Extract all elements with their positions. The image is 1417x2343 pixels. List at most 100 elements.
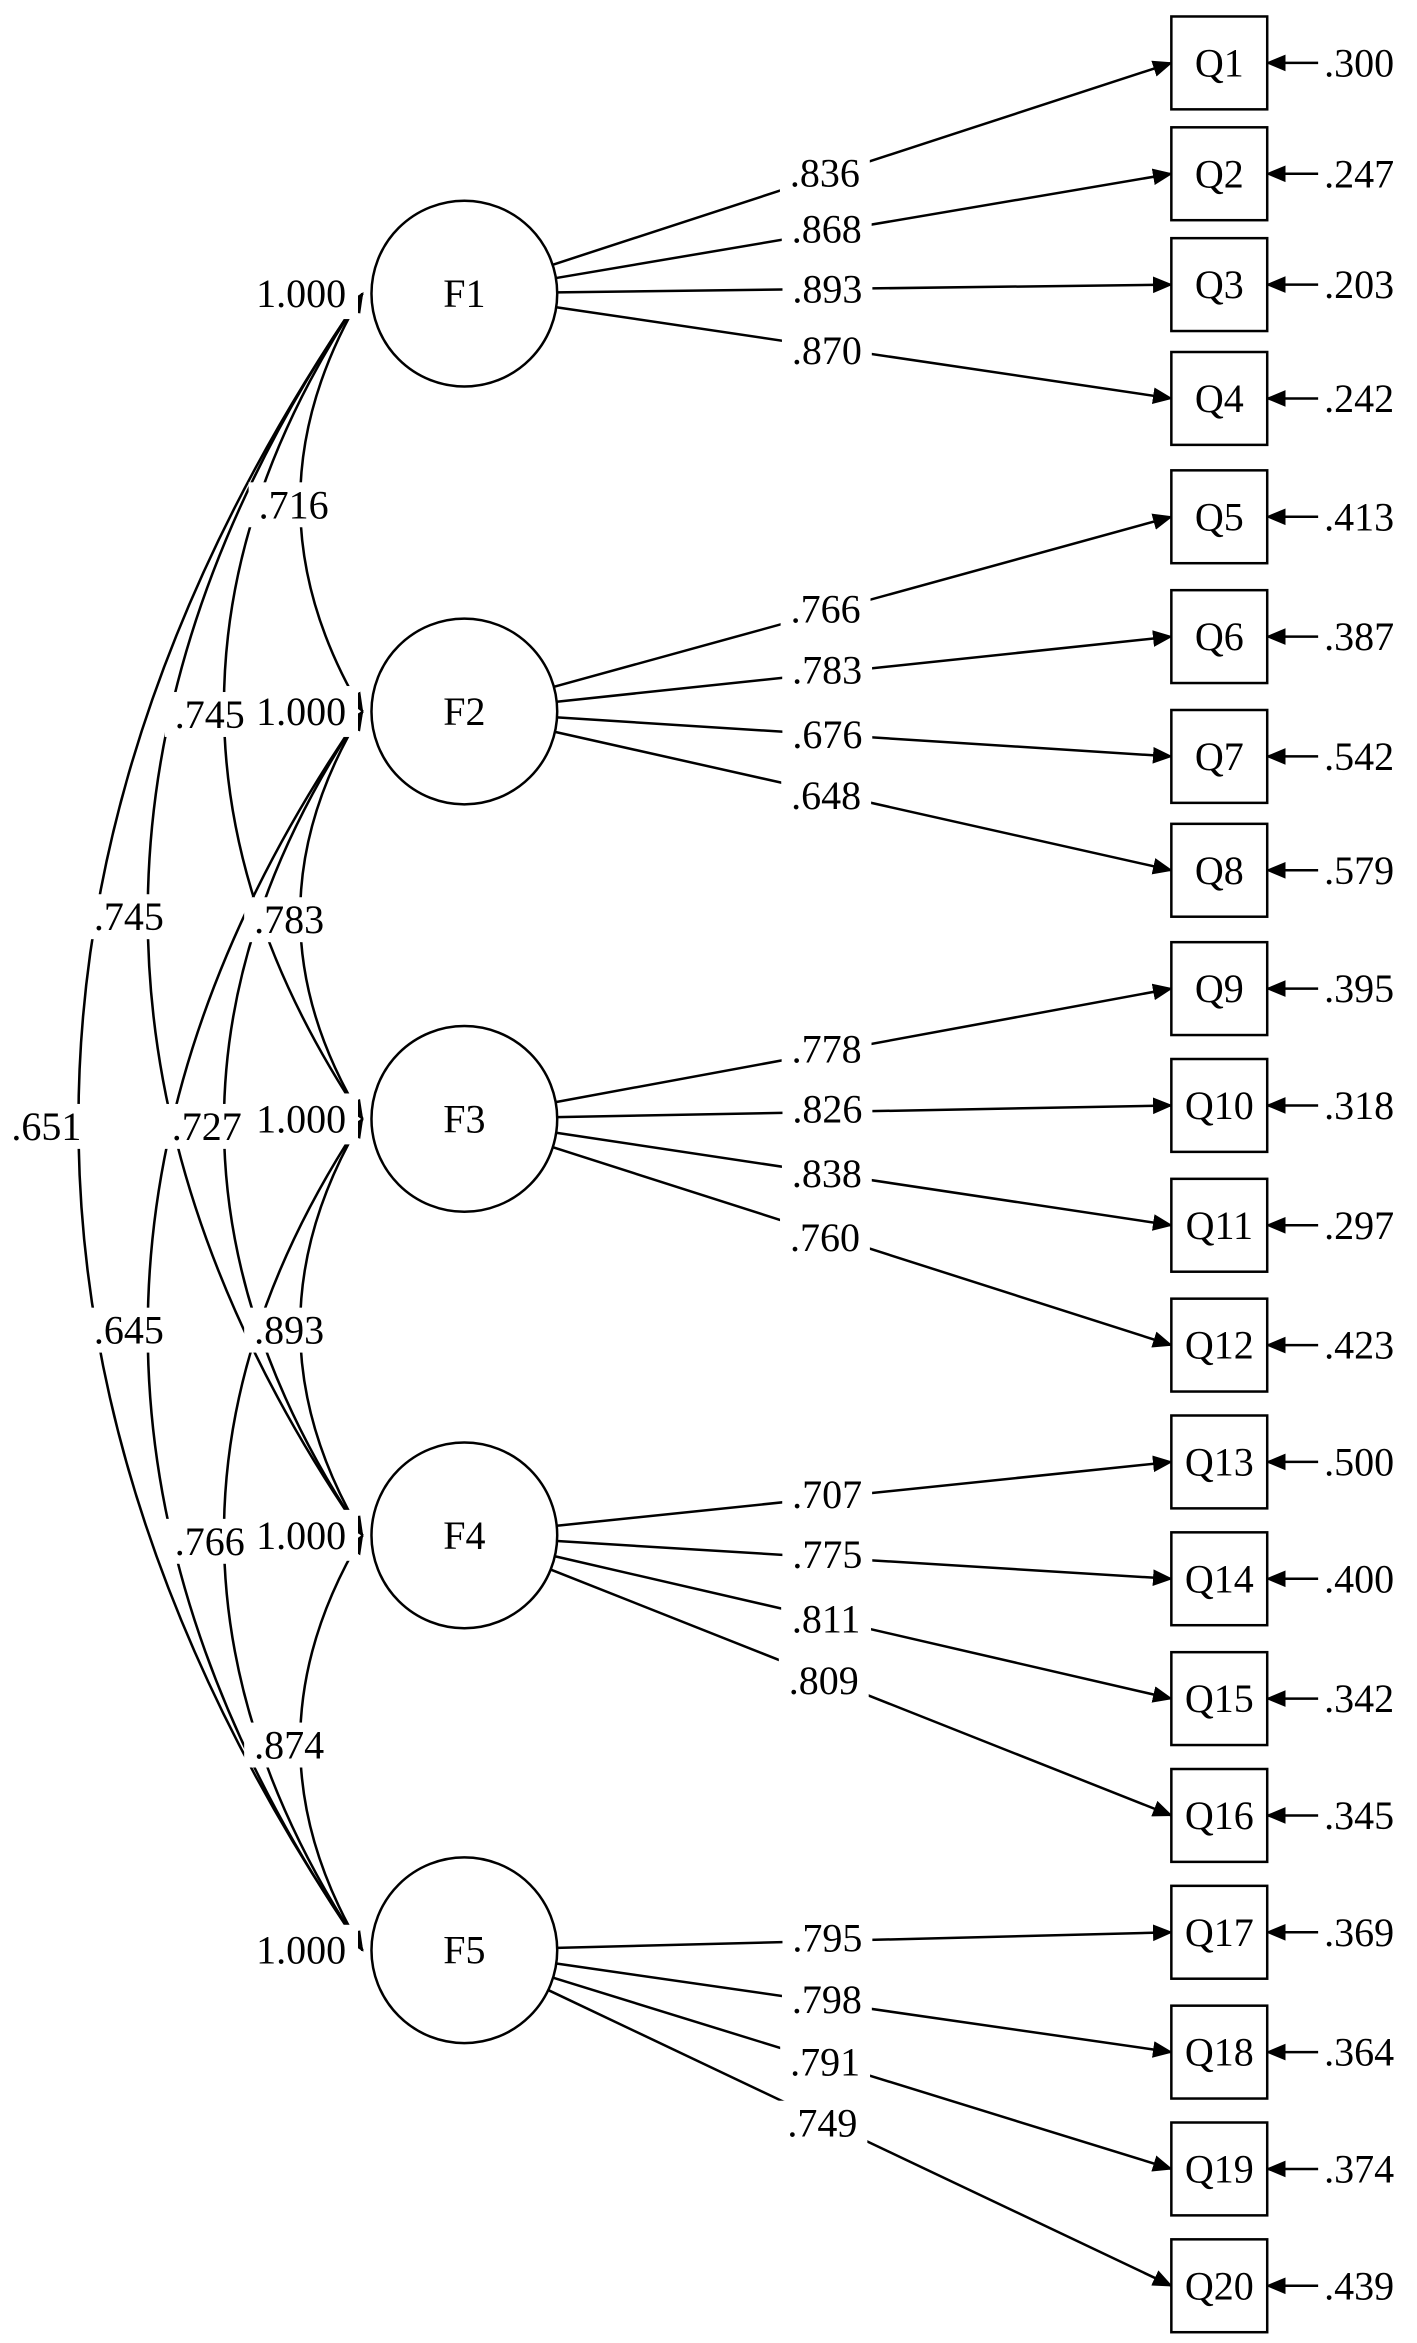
item-box-q2 (1170, 126, 1269, 222)
item-label-q18: Q18 (1185, 2030, 1254, 2075)
factor-label-f3: F3 (443, 1096, 485, 1141)
loading-label-q12: .760 (790, 1215, 860, 1260)
correlation-label-mask (161, 1103, 252, 1149)
loading-label-q15: .811 (792, 1596, 861, 1641)
correlation-label-mask (244, 1307, 335, 1353)
correlation-label-mask (164, 692, 255, 737)
item-label-q6: Q6 (1195, 614, 1244, 659)
loading-label-q10: .826 (792, 1087, 862, 1132)
item-label-q4: Q4 (1195, 376, 1244, 421)
correlation-label-f1-f5: .651 (11, 1104, 81, 1149)
correlation-label-f1-f2: .716 (259, 482, 329, 527)
variance-label-mask (244, 1509, 358, 1561)
item-label-q1: Q1 (1195, 40, 1244, 85)
loading-label-q4: .870 (792, 328, 862, 373)
error-label-q11: .297 (1324, 1203, 1394, 1248)
correlation-label-f1-f3: .745 (175, 692, 245, 737)
loading-label-q14: .775 (792, 1532, 862, 1577)
loading-label-q16: .809 (789, 1658, 859, 1703)
correlation-label-f4-f5: .874 (254, 1723, 324, 1768)
item-label-q2: Q2 (1195, 151, 1244, 196)
item-box-q7 (1170, 708, 1269, 805)
error-label-q5: .413 (1324, 494, 1394, 539)
loading-label-mask (777, 2100, 868, 2146)
variance-label-f2: 1.000 (256, 689, 346, 734)
correlation-label-f2-f3: .783 (254, 897, 324, 942)
item-box-q13 (1170, 1414, 1269, 1510)
loading-label-q9: .778 (792, 1027, 862, 1072)
item-label-q10: Q10 (1185, 1083, 1254, 1128)
factor-label-f2: F2 (443, 689, 485, 734)
item-label-q5: Q5 (1195, 494, 1244, 539)
loading-label-mask (782, 1086, 873, 1132)
error-label-q20: .439 (1324, 2263, 1394, 2308)
error-label-q19: .374 (1324, 2146, 1394, 2191)
error-label-q10: .318 (1324, 1083, 1394, 1128)
loading-label-q2: .868 (792, 207, 862, 252)
correlation-label-f2-f5: .645 (94, 1308, 164, 1353)
error-label-q4: .242 (1324, 376, 1394, 421)
error-label-q6: .387 (1324, 614, 1394, 659)
loading-label-mask (782, 1915, 873, 1961)
item-box-q3 (1170, 236, 1269, 333)
item-box-q16 (1170, 1767, 1269, 1864)
nodes-layer (370, 15, 1269, 2334)
loading-label-mask (781, 1026, 872, 1072)
loading-label-q11: .838 (792, 1151, 862, 1196)
error-label-q12: .423 (1324, 1323, 1394, 1368)
variance-label-f3: 1.000 (256, 1096, 346, 1141)
loading-label-q7: .676 (792, 712, 862, 757)
error-label-q18: .364 (1324, 2030, 1394, 2075)
item-label-q17: Q17 (1185, 1910, 1254, 1955)
loading-label-q6: .783 (792, 648, 862, 693)
factor-label-f4: F4 (443, 1513, 485, 1558)
error-label-q16: .345 (1324, 1793, 1394, 1838)
correlation-label-mask (164, 1518, 255, 1564)
factor-node-f1 (370, 199, 559, 388)
correlation-label-mask (244, 1722, 335, 1768)
item-box-q20 (1170, 2238, 1269, 2334)
labels-layer: F11.000F21.000F31.000F41.000F51.000Q1.83… (11, 40, 1394, 2308)
loading-label-mask (780, 2039, 871, 2085)
variance-label-mask (244, 1924, 358, 1976)
factor-node-f4 (370, 1441, 559, 1630)
item-box-q15 (1170, 1650, 1269, 1747)
item-label-q3: Q3 (1195, 262, 1244, 307)
loading-label-mask (780, 1214, 870, 1260)
loading-label-mask (781, 1977, 872, 2022)
item-box-q1 (1170, 15, 1269, 111)
correlation-label-f2-f4: .727 (172, 1104, 242, 1149)
variance-label-f1: 1.000 (256, 271, 346, 316)
loading-label-q17: .795 (792, 1916, 862, 1961)
label-masks-layer (1, 150, 873, 2146)
loading-label-q13: .707 (792, 1472, 862, 1517)
error-label-q17: .369 (1324, 1910, 1394, 1955)
loading-label-mask (781, 206, 872, 252)
item-label-q19: Q19 (1185, 2146, 1254, 2191)
error-label-q7: .542 (1324, 734, 1394, 779)
correlation-label-f1-f4: .745 (94, 894, 164, 939)
error-label-q3: .203 (1324, 262, 1394, 307)
error-label-q1: .300 (1324, 40, 1394, 85)
item-label-q14: Q14 (1185, 1556, 1254, 1601)
loading-label-q19: .791 (790, 2039, 860, 2084)
item-box-q8 (1170, 822, 1269, 918)
loading-label-mask (781, 327, 872, 373)
loading-label-mask (782, 1532, 873, 1578)
variance-label-f4: 1.000 (256, 1513, 346, 1558)
item-box-q9 (1170, 940, 1269, 1037)
variance-label-mask (244, 686, 358, 737)
factor-label-f5: F5 (443, 1928, 485, 1973)
loading-label-mask (781, 773, 872, 819)
variance-label-mask (244, 268, 358, 320)
item-label-q15: Q15 (1185, 1676, 1254, 1721)
loading-label-q1: .836 (790, 150, 860, 195)
correlation-label-mask (83, 894, 174, 940)
loading-label-q3: .893 (792, 266, 862, 311)
loading-label-mask (781, 1150, 872, 1196)
item-box-q5 (1170, 469, 1269, 565)
item-label-q8: Q8 (1195, 848, 1244, 893)
item-box-q6 (1170, 588, 1269, 685)
loading-label-q5: .766 (791, 587, 861, 632)
error-label-q13: .500 (1324, 1439, 1394, 1484)
